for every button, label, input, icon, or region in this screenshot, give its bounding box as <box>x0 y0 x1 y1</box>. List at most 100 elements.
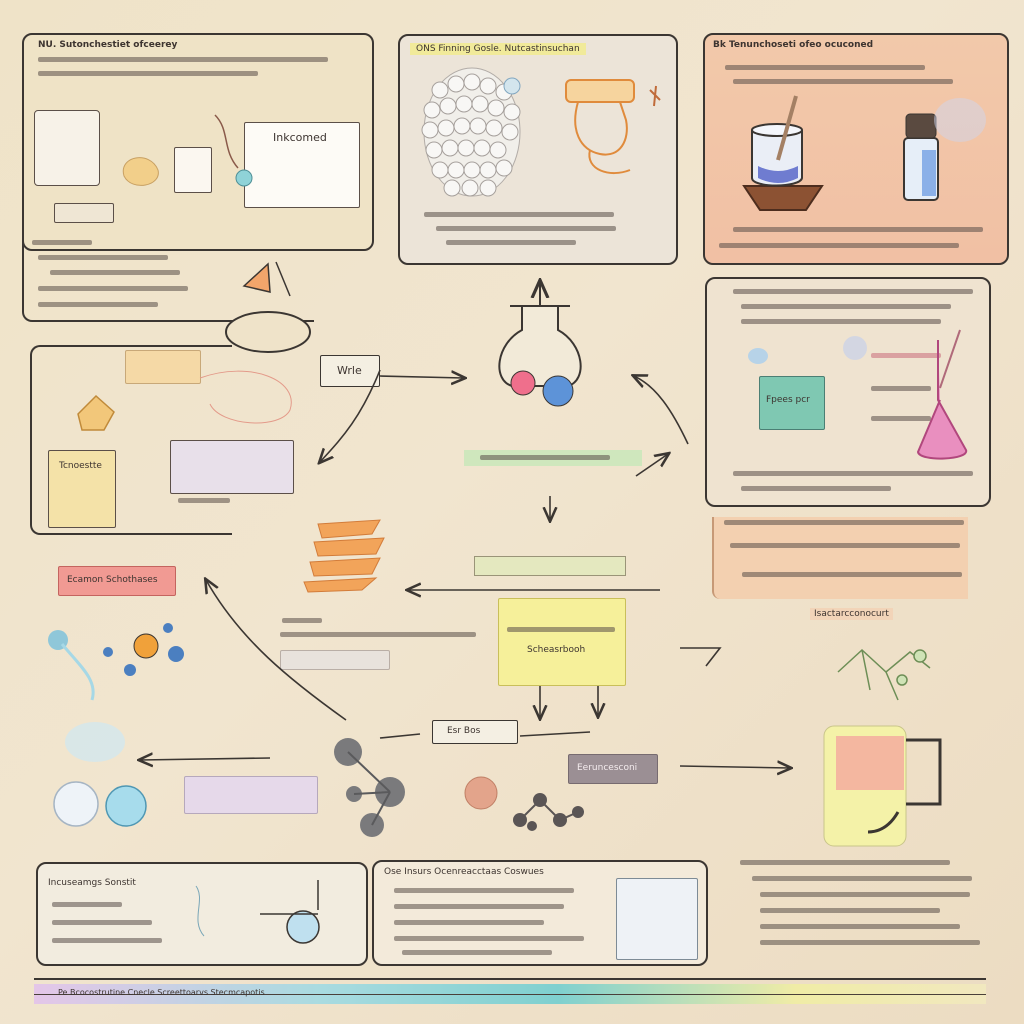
text-line <box>52 938 162 943</box>
panel-mid-right: Fpees pcr <box>705 277 991 507</box>
note-card <box>34 110 100 186</box>
red-tag-label: Ecamon Schothases <box>67 575 158 585</box>
orange-apparatus-icon <box>565 79 661 175</box>
toggle-card-icon <box>823 725 942 847</box>
triangle-icon <box>242 261 291 297</box>
text-line <box>733 227 983 232</box>
dot-icon <box>235 169 253 187</box>
arrow-curve-top <box>634 376 689 445</box>
arrow-right-up <box>635 454 668 477</box>
text-block-right <box>712 517 968 599</box>
text-line <box>760 892 970 897</box>
dish-icon <box>225 311 311 353</box>
conical-flask-icon <box>748 329 967 460</box>
arrow-center-right <box>379 376 464 378</box>
atom-molecule-icon <box>48 623 184 701</box>
text-line <box>871 386 931 391</box>
gray-banner <box>474 556 626 576</box>
pouch-icon <box>122 157 159 186</box>
house-icon <box>77 394 115 431</box>
gray-tag <box>280 650 390 670</box>
mint-box-label: Fpees pcr <box>766 395 810 405</box>
vial-icon <box>903 98 986 201</box>
arrow-curve-up-left <box>206 580 347 721</box>
text-line <box>394 888 574 893</box>
panel-heading: Bk Tenunchoseti ofeo ocuconed <box>713 40 874 50</box>
text-line <box>38 57 328 62</box>
text-line <box>719 243 959 248</box>
text-line <box>436 226 616 231</box>
flask-icon <box>498 282 582 407</box>
text-line <box>871 353 941 358</box>
text-line <box>740 860 950 865</box>
footer-rule <box>34 978 986 980</box>
text-line <box>733 289 973 294</box>
thumbnail <box>616 878 698 960</box>
small-tag-label: Esr Bos <box>447 726 481 736</box>
text-line <box>741 319 941 324</box>
sketch-icon <box>199 370 292 424</box>
text-line <box>507 627 615 632</box>
arrow-link-left <box>379 733 421 739</box>
pipette-icon <box>195 880 320 944</box>
text-line <box>725 65 925 70</box>
text-line <box>424 212 614 217</box>
text-line <box>52 902 122 907</box>
small-tag: Esr Bos <box>432 720 518 744</box>
panel-top-mid: ONS Finning Gosle. Nutcastinsuchan <box>398 34 678 265</box>
arrow-to-spheres <box>140 758 271 760</box>
label-strip <box>54 203 114 223</box>
lilac-tag <box>184 776 318 814</box>
red-tag: Ecamon Schothases <box>58 566 176 596</box>
text-line <box>394 936 584 941</box>
mint-box: Fpees pcr <box>759 376 825 430</box>
yellow-note: Tcnoestte <box>48 450 116 528</box>
text-line <box>178 498 230 503</box>
text-line <box>50 270 180 275</box>
center-tag-label: Wrle <box>337 364 362 377</box>
text-line <box>402 950 552 955</box>
text-line <box>446 240 576 245</box>
panel-heading: Ose Insurs Ocenreacctaas Coswues <box>384 867 544 877</box>
arrow-zigzag <box>680 647 722 667</box>
text-line <box>871 416 931 421</box>
yellow-note-label: Tcnoestte <box>59 461 102 471</box>
text-line <box>752 876 972 881</box>
beaker-icon <box>742 95 824 211</box>
gray-molecule-icon <box>334 738 405 837</box>
text-line <box>38 255 168 260</box>
text-line <box>32 240 92 245</box>
bead-cluster-icon <box>421 67 521 197</box>
small-card <box>174 147 212 193</box>
text-line <box>741 486 891 491</box>
text-line <box>52 920 152 925</box>
footer-text: Pe Bcocostrutine Cnecle Screettoarvs Ste… <box>58 988 265 997</box>
text-line <box>760 924 960 929</box>
footer-rule-bottom <box>34 994 986 995</box>
text-line <box>760 940 980 945</box>
yellow-card: Scheasrbooh <box>498 598 626 686</box>
info-box <box>170 440 294 494</box>
panel-mid-left <box>30 345 232 535</box>
text-line <box>724 520 964 525</box>
bubble-spheres-icon <box>53 722 147 827</box>
text-line <box>282 618 322 623</box>
text-line <box>730 543 960 548</box>
yellow-card-sub: Scheasrbooh <box>527 645 586 655</box>
info-box-label: Inkcomed <box>273 131 327 144</box>
arrow-link <box>519 731 591 737</box>
panel-top-left: NU. Sutonchestiet ofceerey Inkcomed <box>22 33 374 251</box>
peach-dot-icon <box>464 776 498 810</box>
arrow-to-toggle <box>679 766 790 768</box>
center-tag: Wrle <box>320 355 380 387</box>
text-line <box>733 471 973 476</box>
text-line <box>38 302 158 307</box>
right-caption: Isactarcconocurt <box>810 608 893 620</box>
text-line <box>38 71 258 76</box>
text-line <box>394 904 564 909</box>
text-line <box>38 286 188 291</box>
info-box: Inkcomed <box>244 122 360 208</box>
text-line <box>741 304 951 309</box>
text-line <box>280 632 476 637</box>
